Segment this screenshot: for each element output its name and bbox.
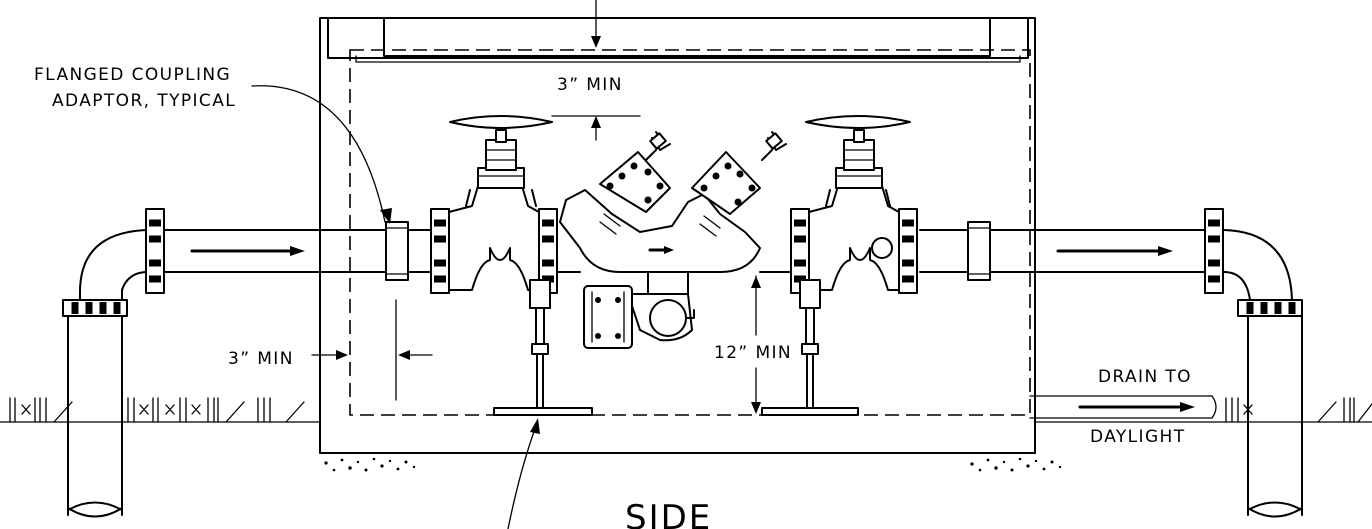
gate-valve-left [431,115,557,293]
support-stand-right [761,279,859,416]
enclosure [319,17,1036,454]
side-clearance-dimension [311,299,433,401]
ground-line [0,397,1372,423]
top-clearance-dimension [551,0,641,141]
floor-clearance-label: 12” MIN [714,343,792,363]
view-title: SIDE [625,498,712,529]
interior-clearance-outline [349,49,1031,416]
top-clearance-label: 3” MIN [557,75,623,95]
coupling-right [967,221,991,281]
coupling-leader [251,85,392,224]
drain-label-line1: DRAIN TO [1098,367,1192,387]
inlet-pipe [63,209,321,518]
coupling-label-line1: FLANGED COUPLING [34,65,231,85]
floor-clearance-dimension [751,275,761,414]
support-stand-left [493,279,593,416]
relief-valve [583,271,695,349]
side-clearance-label: 3” MIN [228,349,294,369]
outlet-pipe [1034,209,1303,518]
gravel-right [970,457,1062,472]
drain-pipe [1029,395,1217,419]
coupling-left [385,221,409,281]
coupling-label-line2: ADAPTOR, TYPICAL [52,91,236,111]
check-valve-body [559,131,787,273]
gate-valve-right [791,115,917,293]
gravel-left [324,457,416,472]
stand-base-leader [507,418,540,529]
drain-label-line2: DAYLIGHT [1090,427,1186,447]
